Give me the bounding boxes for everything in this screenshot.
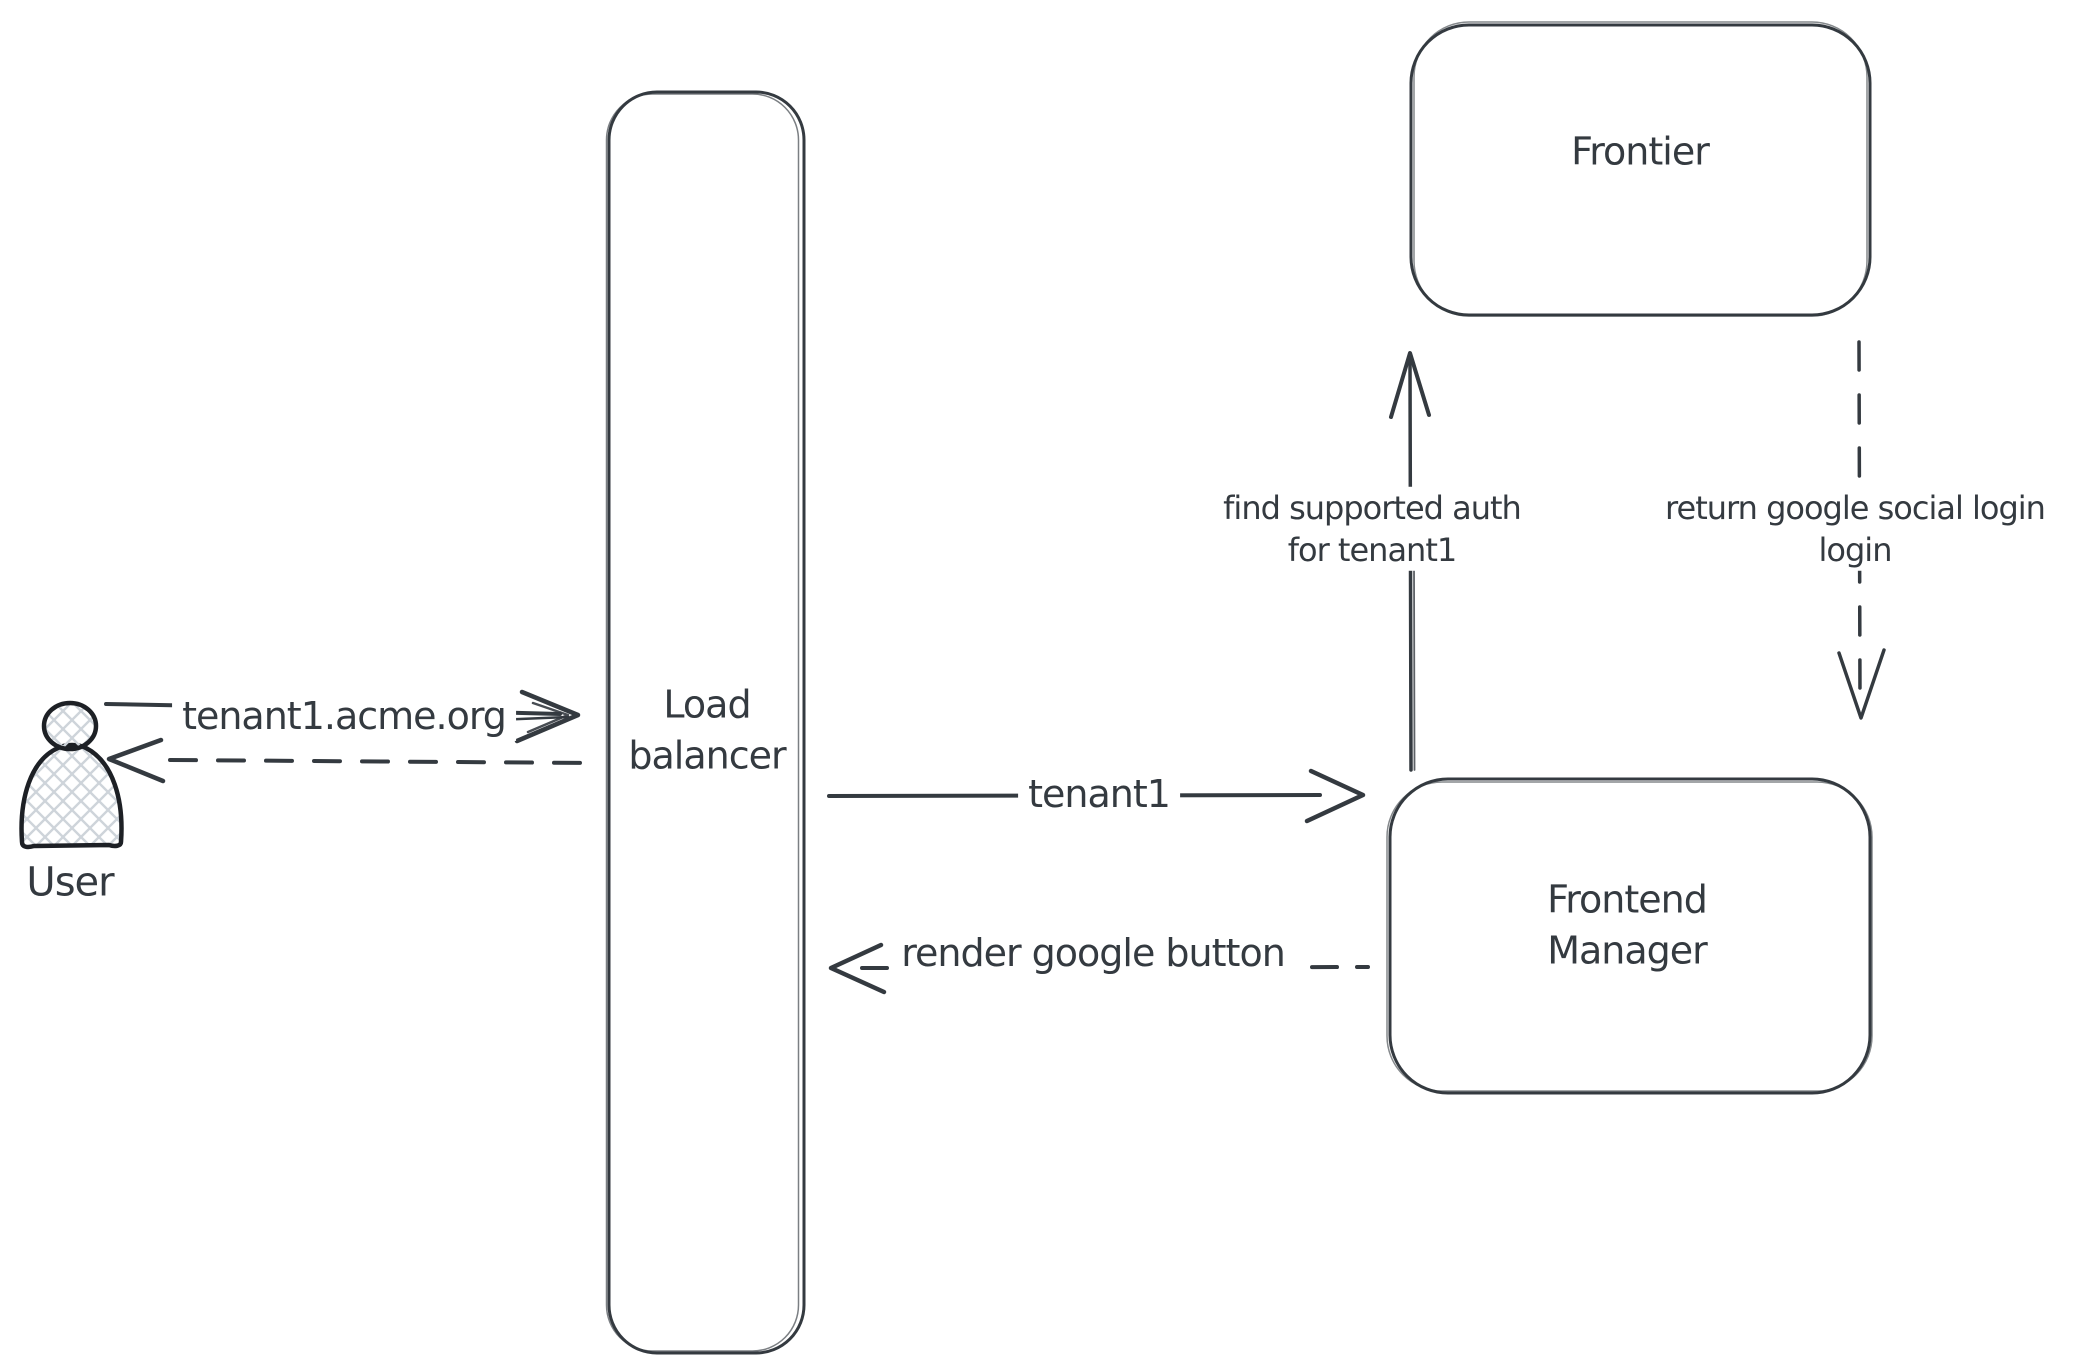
arrow-label-tenant1: tenant1 <box>1018 768 1180 820</box>
arrow-label-render-google-button: render google button <box>891 927 1295 979</box>
arrow-label-find-supported-auth-line2: for tenant1 <box>1287 531 1457 569</box>
arrow-label-tenant1-acme-org: tenant1.acme.org <box>172 690 516 742</box>
arrow-label-return-google-social-login: return google social login login <box>1655 486 2055 572</box>
arrow-response-to-user <box>106 737 598 784</box>
arrow-label-return-google-social-login-line1: return google social login <box>1665 488 2046 527</box>
arrow-label-find-supported-auth: find supported auth for tenant1 <box>1213 486 1531 572</box>
frontier-label: Frontier <box>1571 129 1710 174</box>
user-actor-icon <box>19 700 124 850</box>
arrow-label-find-supported-auth-line1: find supported auth <box>1223 488 1522 527</box>
frontend-manager-label: Frontend Manager <box>1547 875 1708 978</box>
frontend-manager-label-line1: Frontend <box>1547 877 1708 922</box>
load-balancer-label: Load balancer <box>628 680 786 783</box>
load-balancer-box <box>605 90 806 1355</box>
frontend-manager-box <box>1386 777 1873 1095</box>
frontier-box <box>1409 21 1872 317</box>
load-balancer-label-line1: Load <box>663 682 751 727</box>
arrow-label-return-google-social-login-line2: login <box>1818 531 1893 569</box>
frontend-manager-label-line2: Manager <box>1547 929 1708 973</box>
user-actor-label: User <box>26 859 114 906</box>
load-balancer-label-line2: balancer <box>628 734 786 778</box>
